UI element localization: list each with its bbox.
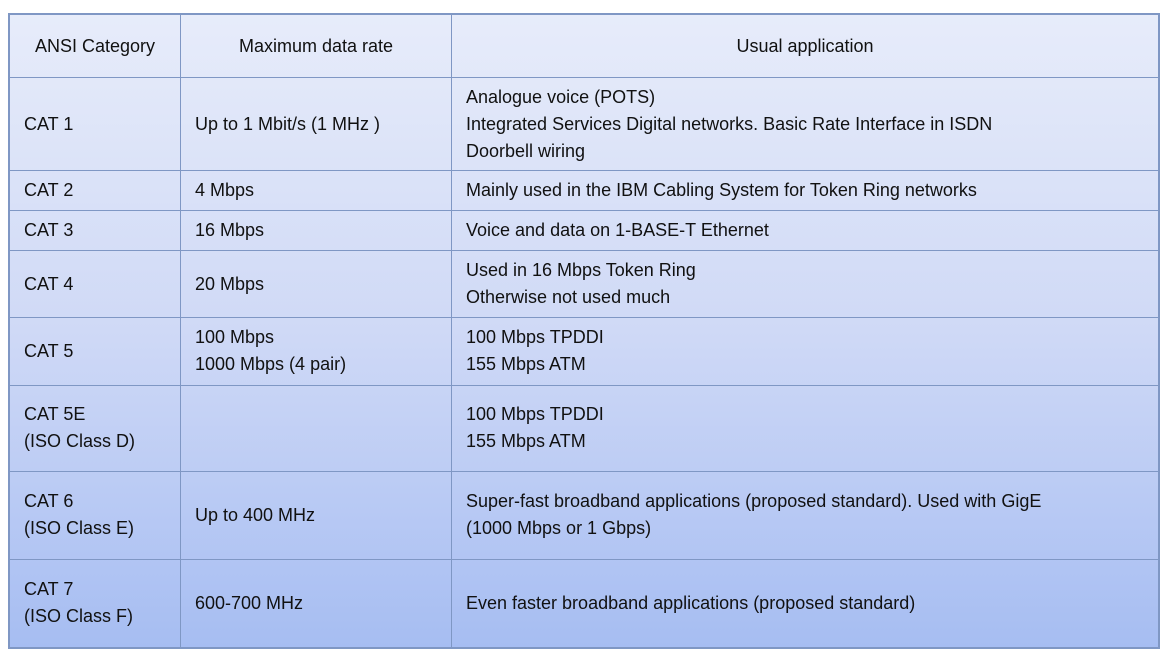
cell-ansi-category-line: CAT 4	[24, 273, 74, 294]
cell-max-data-rate-line: 600-700 MHz	[195, 592, 304, 613]
cell-usual-application: Mainly used in the IBM Cabling System fo…	[451, 170, 1159, 212]
cell-ansi-category: CAT 5	[9, 317, 181, 386]
cell-usual-application-line: Analogue voice (POTS)	[466, 86, 656, 107]
cell-max-data-rate: 16 Mbps	[180, 210, 452, 252]
cell-ansi-category-line: CAT 5	[24, 340, 74, 361]
header-max-data-rate: Maximum data rate	[180, 14, 452, 78]
table-row: CAT 2 4 Mbps Mainly used in the IBM Cablin…	[9, 170, 1159, 212]
cell-max-data-rate: 20 Mbps	[180, 250, 452, 319]
cell-usual-application-line: 155 Mbps ATM	[466, 354, 586, 375]
cell-max-data-rate-line: 16 Mbps	[195, 220, 265, 241]
table-body: CAT 1 Up to 1 Mbit/s (1 MHz ) Analogue voi…	[9, 76, 1159, 648]
cell-usual-application-line: Even faster broadband applications (prop…	[466, 592, 916, 613]
cell-usual-application-line: 100 Mbps TPDDI	[466, 327, 604, 348]
cell-usual-application: Voice and data on 1-BASE-T Ethernet	[451, 210, 1159, 252]
table-row: CAT 6 (ISO Class E) Up to 400 MHz Super-fas…	[9, 470, 1159, 560]
table-row: CAT 7 (ISO Class F) 600-700 MHz Even faster…	[9, 558, 1159, 648]
cell-max-data-rate	[180, 384, 452, 472]
cell-usual-application: Super-fast broadband applications (propo…	[451, 470, 1159, 560]
table-row: CAT 3 16 Mbps Voice and data on 1-BASE-T E…	[9, 210, 1159, 252]
cell-max-data-rate-line: 100 Mbps	[195, 327, 275, 348]
cell-max-data-rate-line: Up to 1 Mbit/s (1 MHz )	[195, 113, 381, 134]
cell-usual-application-line: Otherwise not used much	[466, 287, 671, 308]
cell-max-data-rate-line: Up to 400 MHz	[195, 504, 316, 525]
cell-ansi-category-line: CAT 6	[24, 491, 74, 512]
header-usual-application: Usual application	[451, 14, 1159, 78]
cell-ansi-category: CAT 1	[9, 76, 181, 172]
cell-usual-application-line: 100 Mbps TPDDI	[466, 404, 604, 425]
cell-ansi-category: CAT 5E (ISO Class D)	[9, 384, 181, 472]
cell-ansi-category-line: CAT 5E	[24, 404, 86, 425]
cell-max-data-rate: 600-700 MHz	[180, 558, 452, 648]
cell-ansi-category-line: (ISO Class F)	[24, 606, 134, 627]
cell-ansi-category-line: (ISO Class D)	[24, 431, 136, 452]
cell-usual-application-line: Voice and data on 1-BASE-T Ethernet	[466, 220, 769, 241]
cell-max-data-rate-line: 20 Mbps	[195, 273, 265, 294]
table-header-row: ANSI Category Maximum data rate Usual ap…	[9, 14, 1159, 78]
cell-ansi-category-line: CAT 7	[24, 579, 74, 600]
cell-ansi-category-line: CAT 1	[24, 113, 74, 134]
cell-usual-application: 100 Mbps TPDDI 155 Mbps ATM	[451, 317, 1159, 386]
cell-usual-application-line: Doorbell wiring	[466, 140, 586, 161]
cell-usual-application: Analogue voice (POTS) Integrated Services…	[451, 76, 1159, 172]
cable-category-table: ANSI Category Maximum data rate Usual ap…	[9, 14, 1159, 648]
header-ansi-category: ANSI Category	[9, 14, 181, 78]
cell-usual-application-line: Super-fast broadband applications (propo…	[466, 491, 1042, 512]
cell-usual-application-line: Mainly used in the IBM Cabling System fo…	[466, 180, 977, 201]
cell-ansi-category: CAT 3	[9, 210, 181, 252]
cell-max-data-rate: 4 Mbps	[180, 170, 452, 212]
cell-usual-application-line: Used in 16 Mbps Token Ring	[466, 260, 696, 281]
cell-usual-application-line: 155 Mbps ATM	[466, 431, 586, 452]
cell-max-data-rate: Up to 400 MHz	[180, 470, 452, 560]
table-row: CAT 1 Up to 1 Mbit/s (1 MHz ) Analogue voi…	[9, 76, 1159, 172]
cell-ansi-category: CAT 6 (ISO Class E)	[9, 470, 181, 560]
cell-ansi-category: CAT 7 (ISO Class F)	[9, 558, 181, 648]
cell-usual-application-line: Integrated Services Digital networks. Ba…	[466, 113, 993, 134]
cable-category-table-container: ANSI Category Maximum data rate Usual ap…	[8, 13, 1160, 649]
cell-max-data-rate-line: 1000 Mbps (4 pair)	[195, 354, 347, 375]
cell-ansi-category: CAT 2	[9, 170, 181, 212]
cell-max-data-rate-line: 4 Mbps	[195, 180, 255, 201]
cell-usual-application: Even faster broadband applications (prop…	[451, 558, 1159, 648]
cell-ansi-category: CAT 4	[9, 250, 181, 319]
cell-ansi-category-line: (ISO Class E)	[24, 518, 135, 539]
cell-usual-application-line: (1000 Mbps or 1 Gbps)	[466, 518, 652, 539]
cell-ansi-category-line: CAT 2	[24, 180, 74, 201]
cell-max-data-rate: 100 Mbps 1000 Mbps (4 pair)	[180, 317, 452, 386]
table-row: CAT 5E (ISO Class D) 100 Mbps TPDDI 155 Mbp…	[9, 384, 1159, 472]
cell-max-data-rate: Up to 1 Mbit/s (1 MHz )	[180, 76, 452, 172]
cell-ansi-category-line: CAT 3	[24, 220, 74, 241]
cell-usual-application: 100 Mbps TPDDI 155 Mbps ATM	[451, 384, 1159, 472]
